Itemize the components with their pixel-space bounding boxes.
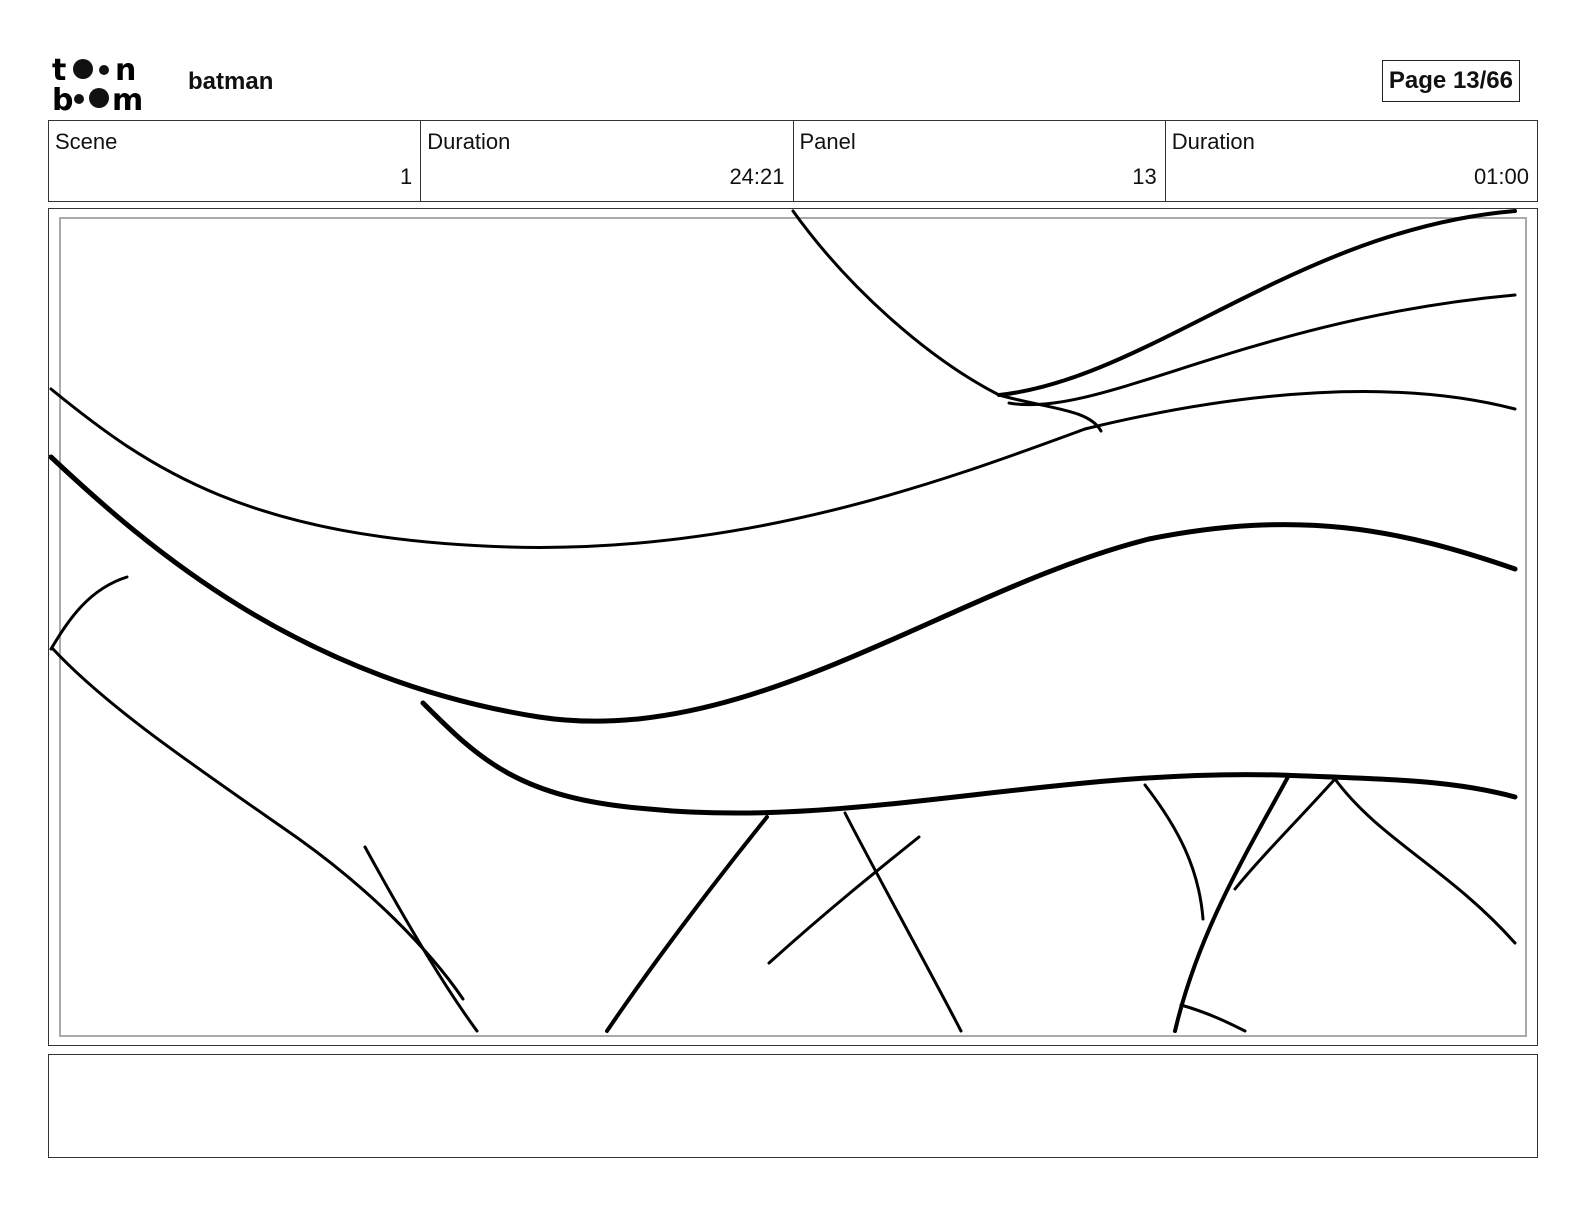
scene-duration-cell: Duration 24:21	[421, 121, 794, 201]
panel-duration-cell: Duration 01:00	[1166, 121, 1537, 201]
scene-duration-value: 24:21	[729, 164, 785, 189]
sketch-stroke	[767, 835, 921, 965]
sketch-stroke	[605, 815, 769, 1033]
sketch-stroke	[1007, 293, 1517, 407]
svg-text:b: b	[52, 83, 73, 112]
sketch-stroke	[420, 700, 1518, 816]
panel-duration-label: Duration	[1171, 129, 1255, 154]
scene-cell: Scene 1	[49, 121, 422, 201]
sketch-stroke	[51, 647, 465, 1001]
sketch-stroke	[997, 393, 1103, 433]
sketch-stroke	[1179, 1003, 1247, 1033]
panel-cell: Panel 13	[794, 121, 1166, 201]
sketch-stroke	[843, 811, 963, 1033]
svg-text:t: t	[52, 53, 66, 88]
page-number-badge: Page 13/66	[1381, 60, 1520, 102]
scene-value: 1	[400, 164, 413, 189]
panel-sketch	[49, 209, 1518, 1033]
sketch-stroke	[1143, 783, 1205, 921]
sketch-stroke	[1173, 773, 1291, 1033]
storyboard-panel	[48, 208, 1538, 1046]
sketch-stroke	[1083, 390, 1517, 431]
panel-duration-value: 01:00	[1473, 164, 1529, 189]
sketch-stroke	[997, 209, 1517, 397]
sketch-stroke	[1233, 777, 1337, 891]
svg-text:n: n	[115, 53, 136, 88]
svg-text:m: m	[112, 83, 143, 112]
sketch-stroke	[49, 575, 129, 651]
panel-value: 13	[1132, 164, 1157, 189]
sketch-stroke	[49, 454, 1518, 724]
sketch-stroke	[791, 209, 1001, 397]
sketch-stroke	[363, 845, 479, 1033]
scene-duration-label: Duration	[427, 129, 511, 154]
safe-area-frame	[59, 217, 1527, 1037]
sketch-stroke	[1333, 777, 1517, 945]
panel-label: Panel	[799, 129, 856, 154]
sketch-stroke	[49, 387, 1087, 549]
scene-label: Scene	[55, 129, 118, 154]
panel-notes-box	[48, 1054, 1538, 1158]
toon-boom-logo: t n b m	[52, 52, 164, 112]
panel-info-table: Scene 1 Duration 24:21 Panel 13 Duration…	[48, 120, 1538, 202]
project-title: batman	[188, 68, 274, 95]
